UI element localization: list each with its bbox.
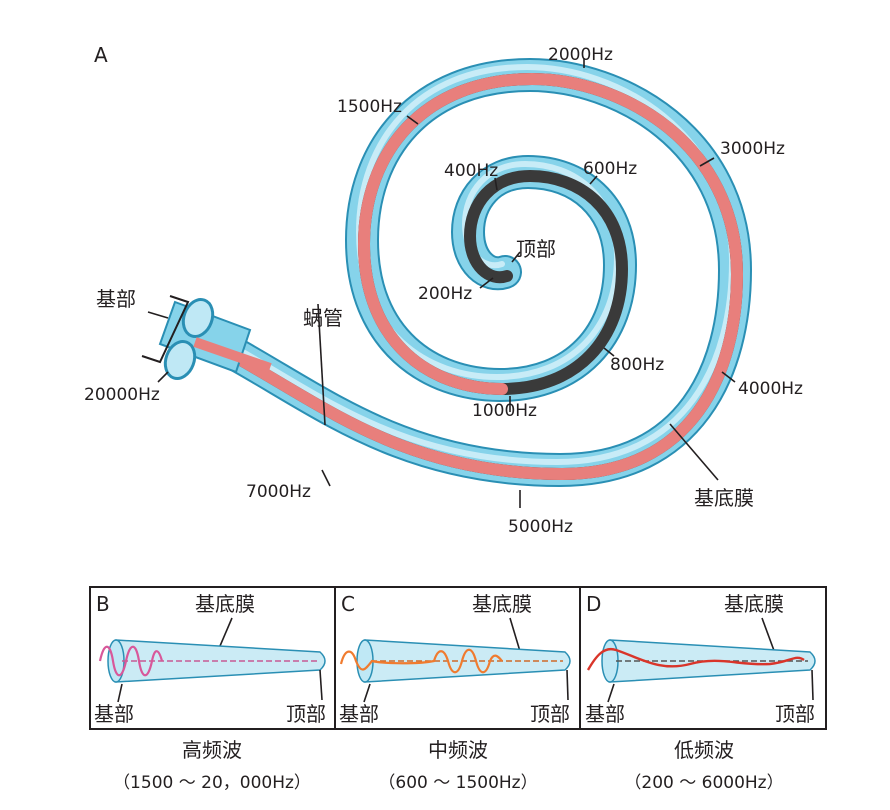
- panel-b-base-label: 基部: [94, 702, 134, 726]
- base-opening-upper: [181, 298, 215, 338]
- panel-b-range: （1500 ～ 20，000Hz）: [113, 773, 311, 793]
- duct-outer-wall: [171, 58, 752, 487]
- base-bracket: [141, 295, 190, 364]
- panel-d-letter: D: [586, 592, 601, 616]
- panel-c-letter: C: [341, 592, 355, 616]
- duct-base-openings: [158, 298, 272, 380]
- panel-d-caption: 低频波: [674, 738, 734, 762]
- label-20000hz: 20000Hz: [84, 385, 160, 405]
- panel-c-base-label: 基部: [339, 702, 379, 726]
- label-400hz: 400Hz: [444, 161, 498, 181]
- label-2000hz: 2000Hz: [548, 45, 613, 65]
- panel-c-membrane-label: 基底膜: [472, 592, 532, 616]
- panel-b-duct: [115, 639, 326, 683]
- panel-d-membrane-label: 基底膜: [724, 592, 784, 616]
- panel-b-wave: [98, 645, 164, 677]
- panel-d: D 基底膜 基部 顶部 低频波 （200 ～ 6000Hz）: [585, 592, 816, 793]
- panel-c-apex-label: 顶部: [530, 702, 570, 726]
- leader-lines: [147, 58, 736, 508]
- panel-a-letter: A: [94, 43, 108, 67]
- panel-strip-border: [89, 586, 827, 730]
- panel-d-apex-label: 顶部: [775, 702, 815, 726]
- label-membrane: 基底膜: [694, 486, 754, 510]
- cochlear-duct: [171, 58, 752, 487]
- basilar-membrane-dark: [184, 73, 743, 480]
- panel-a: A: [84, 43, 803, 537]
- panel-d-base-label: 基部: [585, 702, 625, 726]
- label-5000hz: 5000Hz: [508, 517, 573, 537]
- label-4000hz: 4000Hz: [738, 379, 803, 399]
- basilar-membrane: [184, 73, 743, 480]
- label-600hz: 600Hz: [583, 159, 637, 179]
- label-duct: 蜗管: [303, 306, 343, 330]
- label-7000hz: 7000Hz: [246, 482, 311, 502]
- label-1500hz: 1500Hz: [337, 97, 402, 117]
- label-base: 基部: [96, 287, 136, 311]
- label-3000hz: 3000Hz: [720, 139, 785, 159]
- panel-b-membrane-label: 基底膜: [195, 592, 255, 616]
- duct-highlight: [182, 64, 735, 465]
- panel-c-duct: [364, 639, 571, 683]
- panel-b-letter: B: [96, 592, 110, 616]
- panel-c-range: （600 ～ 1500Hz）: [378, 773, 537, 793]
- panel-b: B 基底膜 基部 顶部 高频波 （1500 ～ 20，000Hz）: [94, 592, 326, 793]
- panel-c-wave: [339, 648, 503, 674]
- panel-d-range: （200 ～ 6000Hz）: [624, 773, 783, 793]
- panel-strip: [89, 586, 827, 730]
- label-200hz: 200Hz: [418, 284, 472, 304]
- label-apex: 顶部: [516, 237, 556, 261]
- panel-b-caption: 高频波: [182, 738, 242, 762]
- panel-b-apex-label: 顶部: [286, 702, 326, 726]
- label-800hz: 800Hz: [610, 355, 664, 375]
- base-opening-lower: [163, 340, 197, 380]
- panel-c: C 基底膜 基部 顶部 中频波 （600 ～ 1500Hz）: [339, 592, 571, 793]
- panel-d-wave: [586, 647, 805, 671]
- panel-c-caption: 中频波: [428, 738, 488, 762]
- label-1000hz: 1000Hz: [472, 401, 537, 421]
